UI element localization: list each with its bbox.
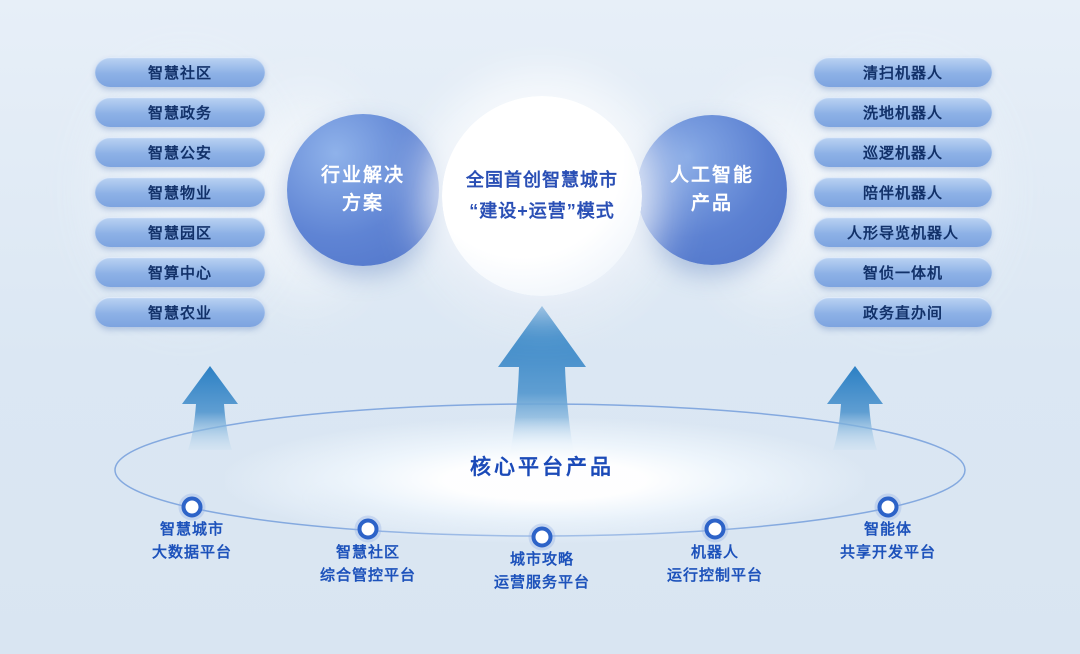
up-arrow-icon <box>182 366 238 450</box>
product-pill: 政务直办间 <box>814 297 992 327</box>
solution-pill: 智慧园区 <box>95 217 265 247</box>
node-dot <box>357 518 379 540</box>
circle-ai-products: 人工智能 产品 <box>637 115 787 265</box>
solution-pill: 智慧政务 <box>95 97 265 127</box>
circle-text-line: 人工智能 <box>669 164 754 186</box>
node-label-line: 综合管控平台 <box>319 567 417 585</box>
node-label-line: 智慧社区 <box>335 544 401 561</box>
circle-text-line: 行业解决 <box>320 164 405 186</box>
circle-city-model: 全国首创智慧城市 “建设+运营”模式 <box>442 96 642 296</box>
product-pill: 清扫机器人 <box>814 57 992 87</box>
node-label-line: 智慧城市 <box>159 521 225 538</box>
circle-text-line: 全国首创智慧城市 <box>466 170 618 191</box>
node-label-line: 机器人 <box>690 544 740 561</box>
circle-text-line: 方案 <box>341 193 384 214</box>
solution-pill: 智慧公安 <box>95 137 265 167</box>
solution-pill: 智慧农业 <box>95 297 265 327</box>
up-arrow-icon <box>827 366 883 450</box>
circle-text-line: “建设+运营”模式 <box>469 201 615 221</box>
node-label-line: 共享开发平台 <box>839 544 937 562</box>
solution-pill: 智慧物业 <box>95 177 265 207</box>
up-arrow-icon <box>498 306 586 464</box>
node-label-line: 智能体 <box>863 521 913 538</box>
node-label: 智慧社区 综合管控平台 <box>320 541 416 588</box>
node-dot <box>877 496 899 518</box>
product-pill: 洗地机器人 <box>814 97 992 127</box>
solution-pill: 智慧社区 <box>95 57 265 87</box>
node-label: 城市攻略 运营服务平台 <box>494 548 590 595</box>
product-pill: 智侦一体机 <box>814 257 992 287</box>
circle-industry-solutions: 行业解决 方案 <box>287 114 439 266</box>
node-dot <box>531 526 553 548</box>
node-dot <box>181 496 203 518</box>
node-dot <box>704 518 726 540</box>
product-pill: 人形导览机器人 <box>814 217 992 247</box>
product-pill: 巡逻机器人 <box>814 137 992 167</box>
node-label-line: 大数据平台 <box>151 544 233 562</box>
node-label-line: 城市攻略 <box>509 551 575 568</box>
platform-title: 核心平台产品 <box>470 456 614 479</box>
circle-text-line: 产品 <box>690 193 733 214</box>
node-label: 智能体 共享开发平台 <box>840 518 936 565</box>
product-pill: 陪伴机器人 <box>814 177 992 207</box>
node-label-line: 运营服务平台 <box>493 574 591 592</box>
products-column: 清扫机器人 洗地机器人 巡逻机器人 陪伴机器人 人形导览机器人 智侦一体机 政务… <box>814 57 992 327</box>
node-label: 智慧城市 大数据平台 <box>152 518 232 565</box>
solutions-column: 智慧社区 智慧政务 智慧公安 智慧物业 智慧园区 智算中心 智慧农业 <box>95 57 265 327</box>
solution-pill: 智算中心 <box>95 257 265 287</box>
node-label-line: 运行控制平台 <box>666 567 764 585</box>
node-label: 机器人 运行控制平台 <box>667 541 763 588</box>
